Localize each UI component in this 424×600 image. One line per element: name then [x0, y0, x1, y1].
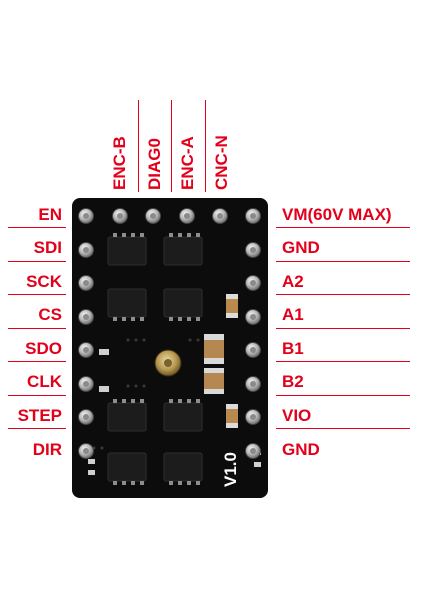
guide-line — [8, 395, 66, 396]
guide-line — [276, 294, 410, 295]
pin-label-a1: A1 — [282, 305, 304, 324]
guide-line — [205, 100, 206, 192]
chip — [163, 402, 203, 432]
pin-label-clk: CLK — [27, 372, 62, 391]
board-version: V1.0 — [221, 452, 240, 487]
chip — [163, 236, 203, 266]
guide-line — [276, 261, 410, 262]
pin-label-gnd-1: GND — [282, 238, 320, 257]
pin-label-b2: B2 — [282, 372, 304, 391]
pin-label-step: STEP — [17, 406, 62, 425]
guide-line — [8, 294, 66, 295]
guide-line — [276, 395, 410, 396]
pin-label-cs: CS — [38, 305, 62, 324]
pin-label-dir: DIR — [32, 440, 62, 459]
guide-line — [276, 227, 410, 228]
chip — [107, 402, 147, 432]
pin-label-cnc-n: CNC-N — [212, 135, 231, 190]
guide-line — [276, 428, 410, 429]
guide-line — [8, 361, 66, 362]
guide-line — [8, 261, 66, 262]
pin-label-a2: A2 — [282, 272, 304, 291]
guide-line — [171, 100, 172, 192]
guide-line — [8, 428, 66, 429]
guide-line — [138, 100, 139, 192]
guide-line — [8, 227, 66, 228]
pin-label-vm: VM(60V MAX) — [282, 205, 392, 224]
chip-grid — [107, 236, 203, 482]
chip — [107, 452, 147, 482]
pin-label-diag0: DIAG0 — [145, 138, 164, 190]
pin-label-sdo: SDO — [25, 339, 62, 358]
pin-label-enc-a: ENC-A — [178, 136, 197, 190]
chip — [107, 288, 147, 318]
guide-line — [276, 328, 410, 329]
chip — [163, 288, 203, 318]
pin-label-gnd-2: GND — [282, 440, 320, 459]
capacitors — [88, 294, 261, 475]
guide-line — [276, 361, 410, 362]
pin-label-en: EN — [38, 205, 62, 224]
pin-label-enc-b: ENC-B — [110, 136, 129, 190]
chip — [107, 236, 147, 266]
pin-label-sdi: SDI — [33, 238, 62, 257]
pin-label-vio: VIO — [282, 406, 312, 425]
guide-line — [8, 328, 66, 329]
pin-label-sck: SCK — [26, 272, 62, 291]
pin-label-b1: B1 — [282, 339, 304, 358]
chip — [163, 452, 203, 482]
